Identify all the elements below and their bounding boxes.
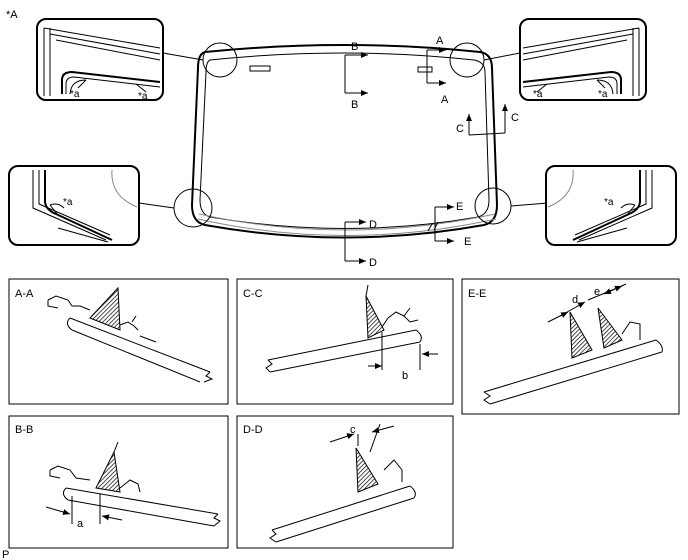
section-label-a-a: A-A <box>15 288 34 300</box>
svg-text:A: A <box>441 94 449 106</box>
leader-bottom-left <box>138 202 175 209</box>
svg-text:E: E <box>464 236 471 248</box>
section-panel-e-e: E-E d e <box>461 278 680 415</box>
svg-text:d: d <box>572 294 578 306</box>
leader-bottom-right <box>510 202 549 207</box>
svg-text:*a: *a <box>138 91 148 102</box>
svg-text:C: C <box>511 112 519 124</box>
svg-text:A: A <box>436 35 444 47</box>
figure-corner-label: *A <box>6 9 18 21</box>
callout-bottom-right: *a <box>545 165 677 246</box>
svg-text:e: e <box>594 286 600 298</box>
svg-text:*a: *a <box>70 89 80 100</box>
svg-text:c: c <box>350 424 356 436</box>
svg-text:*a: *a <box>63 197 73 208</box>
section-panel-b-b: B-B a <box>8 415 229 549</box>
svg-text:B: B <box>351 41 358 53</box>
svg-text:E: E <box>456 201 463 213</box>
section-label-b-b: B-B <box>15 424 33 436</box>
detail-circle-top-right <box>449 42 485 78</box>
cut-marker-a: A A <box>426 35 449 106</box>
cut-marker-d: D D <box>344 219 377 269</box>
section-label-c-c: C-C <box>243 288 263 300</box>
figure-footer-label: P <box>2 549 9 560</box>
svg-text:D: D <box>369 219 377 231</box>
section-panel-a-a: A-A <box>8 278 229 405</box>
svg-text:*a: *a <box>604 197 614 208</box>
svg-text:D: D <box>369 257 377 269</box>
detail-circle-top-left <box>202 42 238 78</box>
svg-text:C: C <box>456 123 464 135</box>
section-panel-c-c: C-C b <box>236 278 454 405</box>
leader-top-left <box>162 52 204 61</box>
cut-marker-b: B B <box>344 41 368 111</box>
callout-top-right: *a *a <box>519 18 647 101</box>
svg-text:B: B <box>351 99 358 111</box>
leader-top-right <box>483 52 521 61</box>
section-label-d-d: D-D <box>243 424 263 436</box>
windshield-outline <box>190 44 499 239</box>
svg-text:b: b <box>402 370 408 382</box>
callout-top-left: *a *a <box>36 18 164 102</box>
svg-text:a: a <box>77 518 84 530</box>
callout-bottom-left: *a <box>8 165 140 246</box>
cut-marker-c: C C <box>456 104 519 136</box>
cut-marker-e: E E <box>434 201 471 248</box>
svg-text:*a: *a <box>598 89 608 100</box>
section-label-e-e: E-E <box>468 288 486 300</box>
svg-text:*a: *a <box>533 89 543 100</box>
section-panel-d-d: D-D c <box>236 415 454 549</box>
